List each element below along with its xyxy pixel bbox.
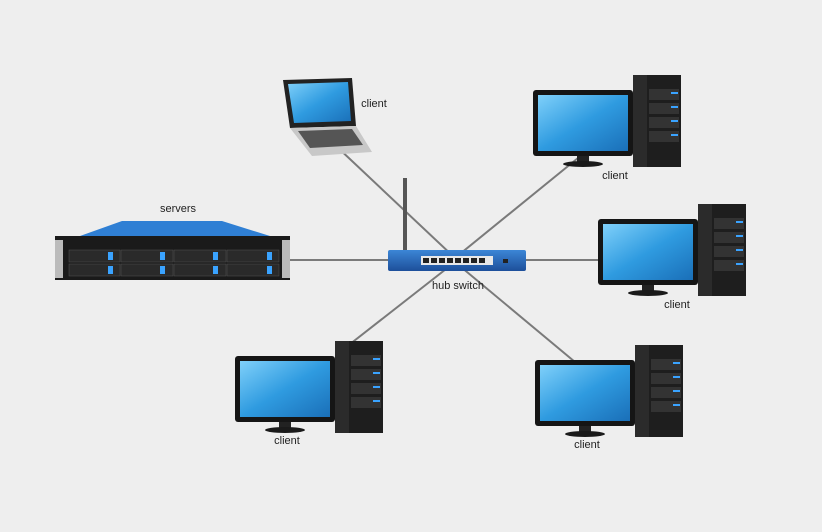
desktop-client-bottom-right xyxy=(535,345,683,437)
server-rack: servers xyxy=(55,203,290,280)
laptop-client: client xyxy=(283,78,387,156)
servers-label: servers xyxy=(160,203,197,215)
client-bottom-left-label: client xyxy=(274,435,300,447)
client-bottom-right-label: client xyxy=(574,439,600,451)
laptop-client-label: client xyxy=(361,98,387,110)
desktop-client-bottom-left xyxy=(235,341,383,433)
client-top-right-label: client xyxy=(602,170,628,182)
desktop-client-right xyxy=(598,204,746,296)
antenna xyxy=(403,178,407,266)
cable-laptop xyxy=(334,144,456,259)
cable-client-bottom-left xyxy=(344,261,456,349)
cables xyxy=(290,144,602,363)
client-right-label: client xyxy=(664,299,690,311)
cable-client-top-right xyxy=(454,157,579,259)
hub-switch-label: hub switch xyxy=(432,280,484,292)
desktop-client-top-right xyxy=(533,75,681,167)
cable-client-bottom-right xyxy=(454,261,576,363)
hub-switch: hub switch xyxy=(388,178,526,292)
